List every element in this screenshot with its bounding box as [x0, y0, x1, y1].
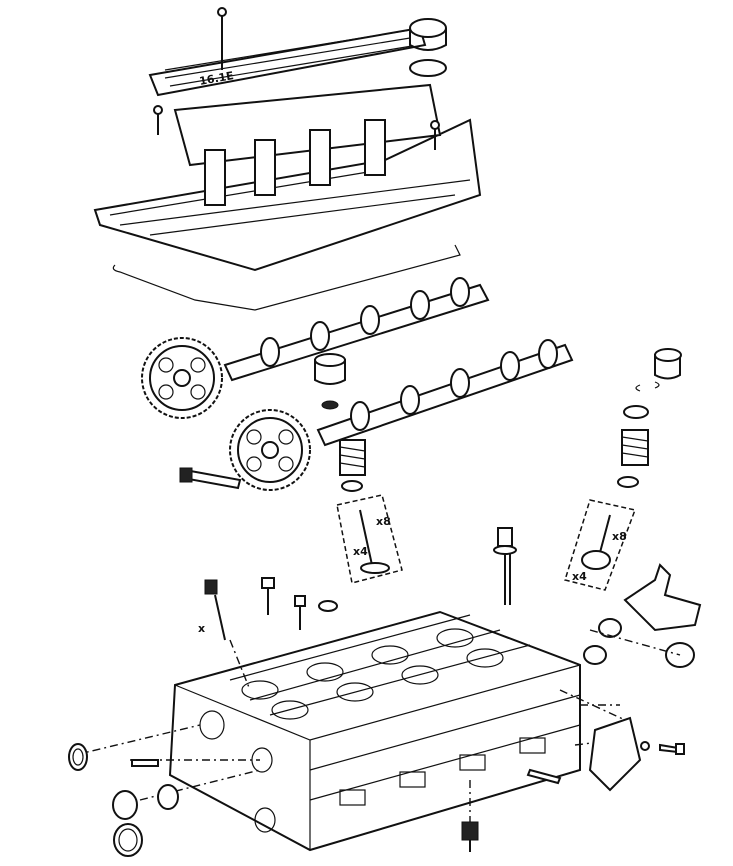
intake-valve-qty-label: x4	[353, 545, 368, 558]
cover-marking-text: 16.1E	[198, 69, 234, 88]
camshaft-housing	[93, 83, 482, 311]
intake-valve-train	[314, 353, 366, 492]
exhaust-valve-kit: x4 x8	[564, 499, 637, 591]
intake-cam-gear	[141, 337, 223, 419]
temperature-sensor	[461, 821, 479, 852]
cylinder-head	[168, 610, 581, 852]
exhaust-cam-gear	[229, 409, 311, 491]
dowel-pin	[131, 759, 159, 767]
cam-cover-plate: 16.1E	[148, 7, 427, 97]
exhaust-camshaft	[316, 339, 574, 447]
intake-camshaft	[223, 277, 490, 382]
intake-valve-kit: x4 x8	[336, 494, 403, 584]
water-outlet-elbow	[623, 563, 702, 632]
exhaust-valve-qty-label: x4	[572, 570, 587, 583]
camshaft-seals	[112, 784, 179, 857]
stud-right	[526, 768, 562, 785]
gear-bolt	[179, 467, 242, 490]
head-bolt	[493, 527, 517, 605]
exhaust-valve-train	[617, 348, 682, 488]
stud-marker-label: x	[198, 622, 205, 635]
seal-left	[68, 743, 88, 771]
intake-keeper-qty-label: x8	[376, 515, 391, 528]
oil-filler-cap	[409, 18, 447, 77]
side-bracket	[588, 716, 685, 792]
studs: x	[198, 577, 338, 641]
exhaust-keeper-qty-label: x8	[612, 530, 627, 543]
